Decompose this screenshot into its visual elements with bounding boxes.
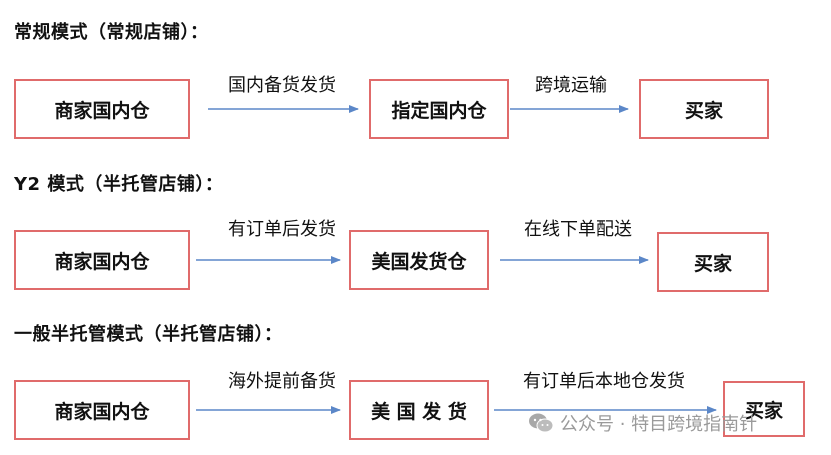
edge-label-overseas-advance-stocking: 海外提前备货 [228,371,336,392]
node-us-fulfillment-warehouse: 美国发货仓 [349,230,489,290]
section-1-heading: 常规模式（常规店铺）： [14,22,209,43]
section-2-heading: Y2 模式（半托管店铺）： [14,174,224,195]
node-buyer: 买家 [639,79,769,139]
wechat-icon [529,413,554,433]
node-merchant-domestic-warehouse: 商家国内仓 [14,380,190,440]
edge-label-cross-border-transport: 跨境运输 [535,75,607,96]
watermark-text: 公众号 · 特目跨境指南针 [560,414,758,435]
edge-label-ship-after-order: 有订单后发货 [228,219,336,240]
section-3-heading: 一般半托管模式（半托管店铺）： [14,324,283,345]
edge-label-online-order-delivery: 在线下单配送 [524,219,632,240]
node-buyer: 买家 [723,381,805,437]
node-buyer: 买家 [657,232,769,292]
edge-label-domestic-stocking-shipping: 国内备货发货 [228,75,336,96]
node-merchant-domestic-warehouse: 商家国内仓 [14,79,190,139]
watermark: 公众号 · 特目跨境指南针 [528,408,757,438]
node-us-fulfillment: 美 国 发 货 [349,380,489,440]
node-designated-domestic-warehouse: 指定国内仓 [369,79,509,139]
edge-label-local-warehouse-ship-after-order: 有订单后本地仓发货 [523,371,685,392]
node-merchant-domestic-warehouse: 商家国内仓 [14,230,190,290]
